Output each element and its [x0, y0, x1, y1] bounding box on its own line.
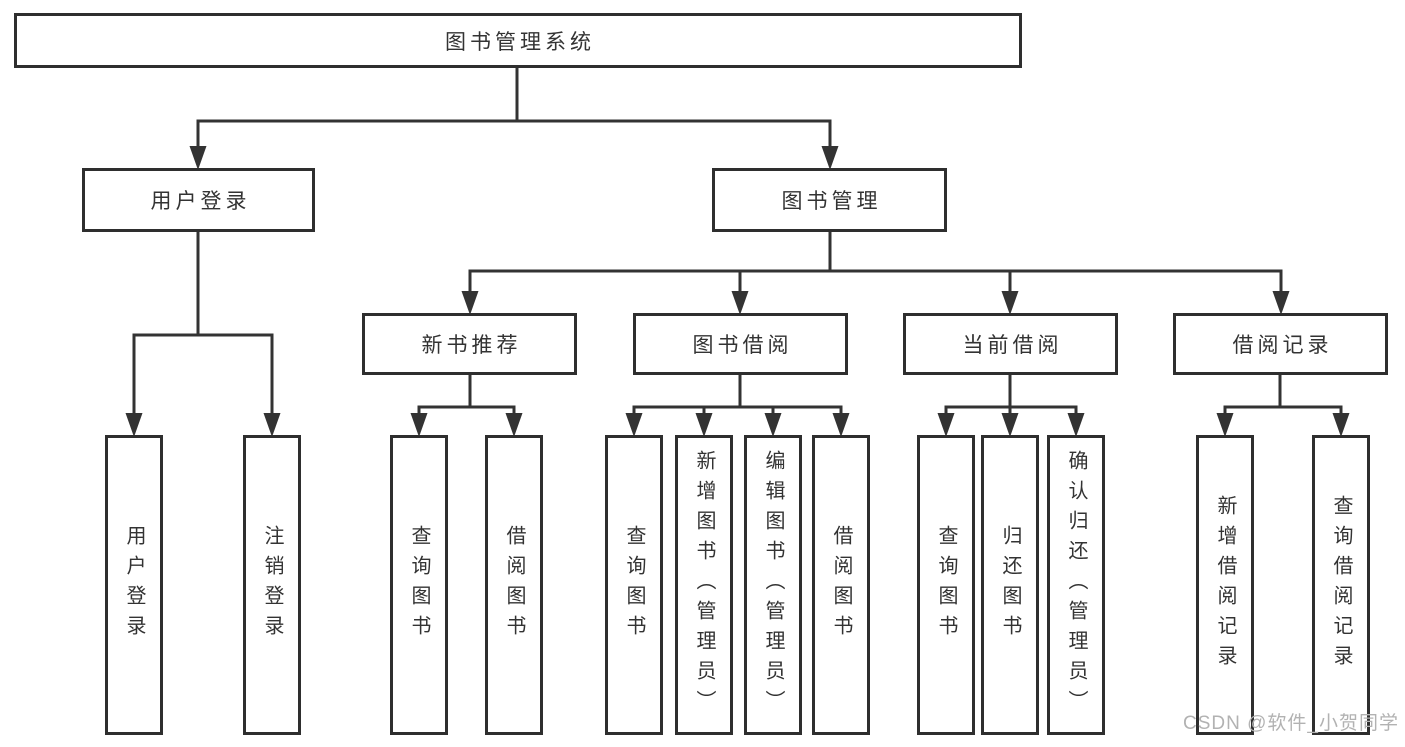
leaf-query-books-borrowing: 查询图书 — [605, 435, 663, 735]
leaf-borrow-books-recommend: 借阅图书 — [485, 435, 543, 735]
connector-borrowing-records-children — [1216, 373, 1350, 437]
root-node-label: 图书管理系统 — [445, 30, 595, 54]
leaf-edit-book-admin: 编辑图书（管理员） — [744, 435, 802, 735]
leaf-add-book-admin: 新增图书（管理员） — [675, 435, 733, 735]
leaf-return-book-label: 归还图书 — [999, 525, 1021, 645]
leaf-add-borrow-record-label: 新增借阅记录 — [1214, 495, 1236, 675]
leaf-query-books-current-label: 查询图书 — [935, 525, 957, 645]
leaf-borrow-books-borrowing-label: 借阅图书 — [830, 525, 852, 645]
connector-book-borrowing-children — [625, 373, 850, 437]
leaf-logout: 注销登录 — [243, 435, 301, 735]
node-current-borrowing-label: 当前借阅 — [962, 334, 1063, 357]
leaf-add-borrow-record: 新增借阅记录 — [1196, 435, 1254, 735]
leaf-query-books-current: 查询图书 — [917, 435, 975, 735]
node-borrowing-records-label: 借阅记录 — [1232, 334, 1333, 357]
connector-user-login-children — [125, 230, 281, 437]
connector-current-borrowing-children — [937, 373, 1085, 437]
leaf-borrow-books-recommend-label: 借阅图书 — [503, 525, 525, 645]
node-book-borrowing: 图书借阅 — [633, 313, 848, 375]
leaf-query-borrow-record-label: 查询借阅记录 — [1330, 495, 1352, 675]
connector-book-management-children — [461, 230, 1290, 315]
connector-new-book-children — [410, 373, 523, 437]
node-user-login: 用户登录 — [82, 168, 315, 232]
leaf-confirm-return-admin: 确认归还（管理员） — [1047, 435, 1105, 735]
node-new-book-recommendation: 新书推荐 — [362, 313, 577, 375]
node-user-login-label: 用户登录 — [150, 190, 251, 213]
leaf-query-books-recommend: 查询图书 — [390, 435, 448, 735]
leaf-query-books-borrowing-label: 查询图书 — [623, 525, 645, 645]
node-current-borrowing: 当前借阅 — [903, 313, 1118, 375]
leaf-confirm-return-admin-label: 确认归还（管理员） — [1065, 450, 1087, 720]
leaf-add-book-admin-label: 新增图书（管理员） — [693, 450, 715, 720]
node-borrowing-records: 借阅记录 — [1173, 313, 1388, 375]
leaf-return-book: 归还图书 — [981, 435, 1039, 735]
watermark: CSDN @软件_小贺同学 — [1183, 713, 1399, 734]
leaf-query-borrow-record: 查询借阅记录 — [1312, 435, 1370, 735]
node-book-management-label: 图书管理 — [781, 190, 882, 213]
leaf-user-login-label: 用户登录 — [123, 525, 145, 645]
leaf-edit-book-admin-label: 编辑图书（管理员） — [762, 450, 784, 720]
leaf-query-books-recommend-label: 查询图书 — [408, 525, 430, 645]
leaf-logout-label: 注销登录 — [261, 525, 283, 645]
node-new-book-recommendation-label: 新书推荐 — [421, 334, 522, 357]
leaf-borrow-books-borrowing: 借阅图书 — [812, 435, 870, 735]
node-book-borrowing-label: 图书借阅 — [692, 334, 793, 357]
root-node-library-system: 图书管理系统 — [14, 13, 1022, 68]
node-book-management: 图书管理 — [712, 168, 947, 232]
connector-root-children — [189, 66, 839, 170]
leaf-user-login: 用户登录 — [105, 435, 163, 735]
